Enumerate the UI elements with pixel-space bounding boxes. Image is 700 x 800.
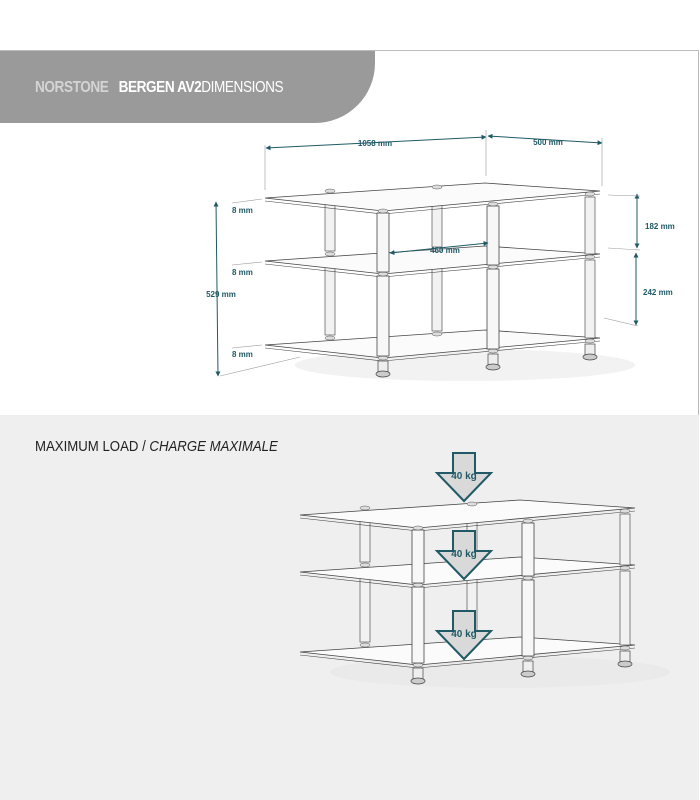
foot-pad <box>617 660 633 668</box>
post-cap <box>377 355 389 361</box>
load-label: 40 kg <box>451 629 477 640</box>
max-load-title-fr: CHARGE MAXIMALE <box>149 438 278 455</box>
width-label: 1058 mm <box>358 139 392 148</box>
inner-width-label: 460 mm <box>430 246 460 255</box>
post-cap <box>522 575 534 581</box>
rack-dimensions-drawing <box>264 182 635 381</box>
foot-pad <box>520 670 536 678</box>
foot-pad <box>410 677 426 685</box>
top-shelf-thickness-label: 8 mm <box>232 206 253 215</box>
post-cap <box>377 271 389 277</box>
foot-pad <box>375 370 391 378</box>
post <box>584 259 596 339</box>
depth-label: 500 mm <box>533 138 563 147</box>
post-cap <box>359 562 371 568</box>
middle-shelf-thickness-label: 8 mm <box>232 268 253 277</box>
page-title: NORSTONE BERGEN AV2DIMENSIONS <box>35 79 284 97</box>
shelf <box>264 329 601 359</box>
brand-name: NORSTONE <box>35 79 109 96</box>
post-cap <box>324 188 336 194</box>
post <box>376 275 390 357</box>
post-cap <box>522 655 534 661</box>
post <box>521 522 535 577</box>
post-cap <box>431 184 443 190</box>
post-cap <box>522 518 534 524</box>
post-cap <box>377 208 389 214</box>
lower-gap-label: 242 mm <box>643 288 673 297</box>
load-arrow-icon <box>434 530 494 581</box>
extension-lines <box>219 130 641 377</box>
post-cap <box>466 501 478 507</box>
title-suffix: DIMENSIONS <box>201 79 284 96</box>
total-height-label: 529 mm <box>206 290 236 299</box>
post-cap <box>324 335 336 341</box>
post-cap <box>412 525 424 531</box>
post-cap <box>619 508 631 514</box>
shelf <box>299 499 636 529</box>
foot-pad <box>582 353 598 361</box>
post-cap <box>584 338 596 344</box>
post-cap <box>412 662 424 668</box>
max-load-title-en: MAXIMUM LOAD <box>35 438 139 455</box>
post <box>411 586 425 664</box>
max-load-section <box>0 415 699 800</box>
post-cap <box>431 331 443 337</box>
load-label: 40 kg <box>451 471 477 482</box>
post-cap <box>412 582 424 588</box>
dimension-lines <box>213 133 640 377</box>
model-name: BERGEN AV2 <box>118 79 202 96</box>
upper-gap-label: 182 mm <box>645 222 675 231</box>
post <box>411 529 425 584</box>
post-cap <box>359 505 371 511</box>
post-cap <box>619 565 631 571</box>
post-cap <box>487 264 499 270</box>
post <box>376 212 390 273</box>
load-label: 40 kg <box>451 549 477 560</box>
post <box>486 205 500 266</box>
load-arrow-icon <box>434 610 494 661</box>
max-load-title: MAXIMUM LOAD / CHARGE MAXIMALE <box>35 438 278 455</box>
post-cap <box>487 201 499 207</box>
post-cap <box>324 251 336 257</box>
rack-load-drawing <box>299 499 670 688</box>
post-cap <box>487 348 499 354</box>
post-cap <box>359 642 371 648</box>
post-cap <box>619 645 631 651</box>
load-arrow-icon <box>434 452 494 503</box>
post-cap <box>584 191 596 197</box>
header-banner <box>0 51 375 123</box>
foot-pad <box>485 363 501 371</box>
shelf <box>264 182 601 212</box>
bottom-shelf-thickness-label: 8 mm <box>232 350 253 359</box>
post <box>521 579 535 657</box>
post <box>486 268 500 350</box>
post-cap <box>584 254 596 260</box>
title-separator: / <box>142 438 146 455</box>
post <box>619 513 631 566</box>
post <box>584 196 596 255</box>
post <box>619 570 631 646</box>
